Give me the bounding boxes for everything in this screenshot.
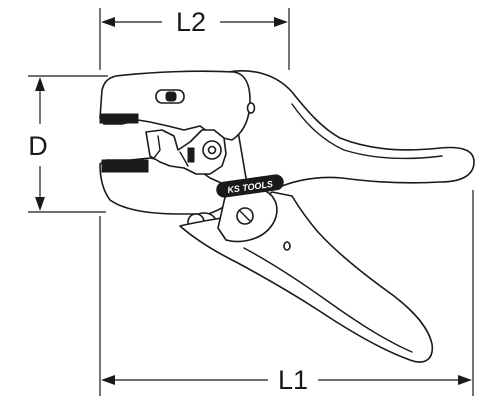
dimension-d: D [28, 75, 108, 213]
l1-label: L1 [278, 365, 308, 395]
adjustment-slider [165, 91, 177, 102]
mechanism-spring [187, 147, 195, 163]
adjustment-screw-slot [239, 210, 251, 222]
upper-jaw-blade [99, 113, 139, 124]
upper-handle [227, 70, 475, 191]
l2-arrow-right [274, 17, 288, 27]
pivot-bolt-center [207, 145, 217, 155]
stripping-mechanism [145, 129, 227, 175]
upper-handle-inner-line [291, 103, 443, 160]
dimension-l1: L1 [99, 190, 474, 396]
l2-arrow-left [101, 17, 115, 27]
d-arrow-top [35, 77, 45, 91]
mechanism-detail-2 [179, 151, 189, 167]
lower-rivet [283, 241, 291, 251]
l1-arrow-left [101, 375, 115, 385]
lower-handle [179, 191, 434, 363]
l2-label: L2 [176, 7, 206, 37]
brand-logo: KS TOOLS [216, 174, 284, 198]
l1-arrow-right [458, 375, 472, 385]
wire-stripper: KS TOOLS [99, 70, 475, 363]
brand-logo-badge [216, 174, 284, 198]
d-label: D [28, 131, 48, 161]
mechanism-detail-1 [153, 135, 161, 159]
upper-rivet [246, 102, 256, 114]
upper-jaw [99, 70, 251, 141]
dimension-l2: L2 [99, 7, 290, 70]
lower-handle-inner-line [243, 247, 413, 353]
d-arrow-bottom [35, 197, 45, 211]
lower-jaw-blade [101, 159, 149, 173]
